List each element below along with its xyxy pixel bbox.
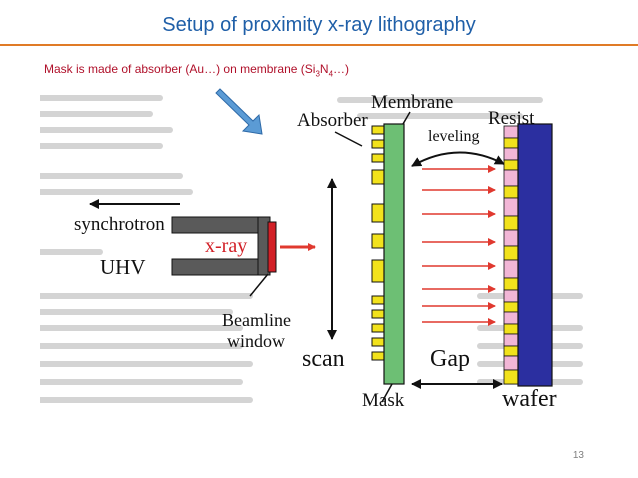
mask-label: Mask: [362, 390, 405, 411]
window-label: window: [227, 331, 285, 351]
uhv-label: UHV: [100, 255, 146, 279]
mask-pointer-line: [381, 383, 393, 403]
membrane-label: Membrane: [371, 92, 453, 113]
xray-label: x-ray: [205, 235, 247, 257]
scan-label: scan: [302, 346, 345, 372]
background-text-lines: [40, 95, 583, 403]
slide-title: Setup of proximity x-ray lithography: [162, 14, 476, 36]
subtitle-subscript-4: 4: [328, 69, 334, 79]
membrane: [383, 123, 405, 385]
absorber-label: Absorber: [297, 110, 368, 131]
xray-lithography-diagram: Membrane Absorber Resist leveling synchr…: [40, 88, 583, 412]
slide-subtitle: Mask is made of absorber (Au…) on membra…: [44, 62, 349, 78]
beamline-window: [267, 221, 277, 273]
leveling-label: leveling: [428, 128, 480, 145]
absorber-callout-arrow: [215, 88, 263, 135]
page-number: 13: [572, 450, 584, 461]
subtitle-text-suffix: …): [333, 62, 350, 76]
wafer-label: wafer: [502, 386, 557, 412]
subtitle-text-prefix: Mask is made of absorber (Au…) on membra…: [44, 62, 316, 76]
title-divider: [0, 44, 638, 46]
beamline-pipe: [171, 216, 271, 276]
subtitle-text-mid: N: [319, 62, 329, 76]
gap-label: Gap: [430, 346, 470, 372]
synchrotron-label: synchrotron: [74, 214, 165, 235]
beamline-window-pointer: [249, 273, 269, 297]
leveling-arrow: [411, 151, 505, 167]
subtitle-subscript-3: 3: [315, 69, 320, 79]
wafer: [517, 123, 553, 387]
absorber-blocks: [371, 125, 385, 361]
absorber-pointer-line: [334, 131, 363, 147]
beamline-label: Beamline: [222, 310, 291, 330]
xray-transmitted-arrows: [422, 165, 496, 326]
resist-layer: [503, 125, 519, 385]
